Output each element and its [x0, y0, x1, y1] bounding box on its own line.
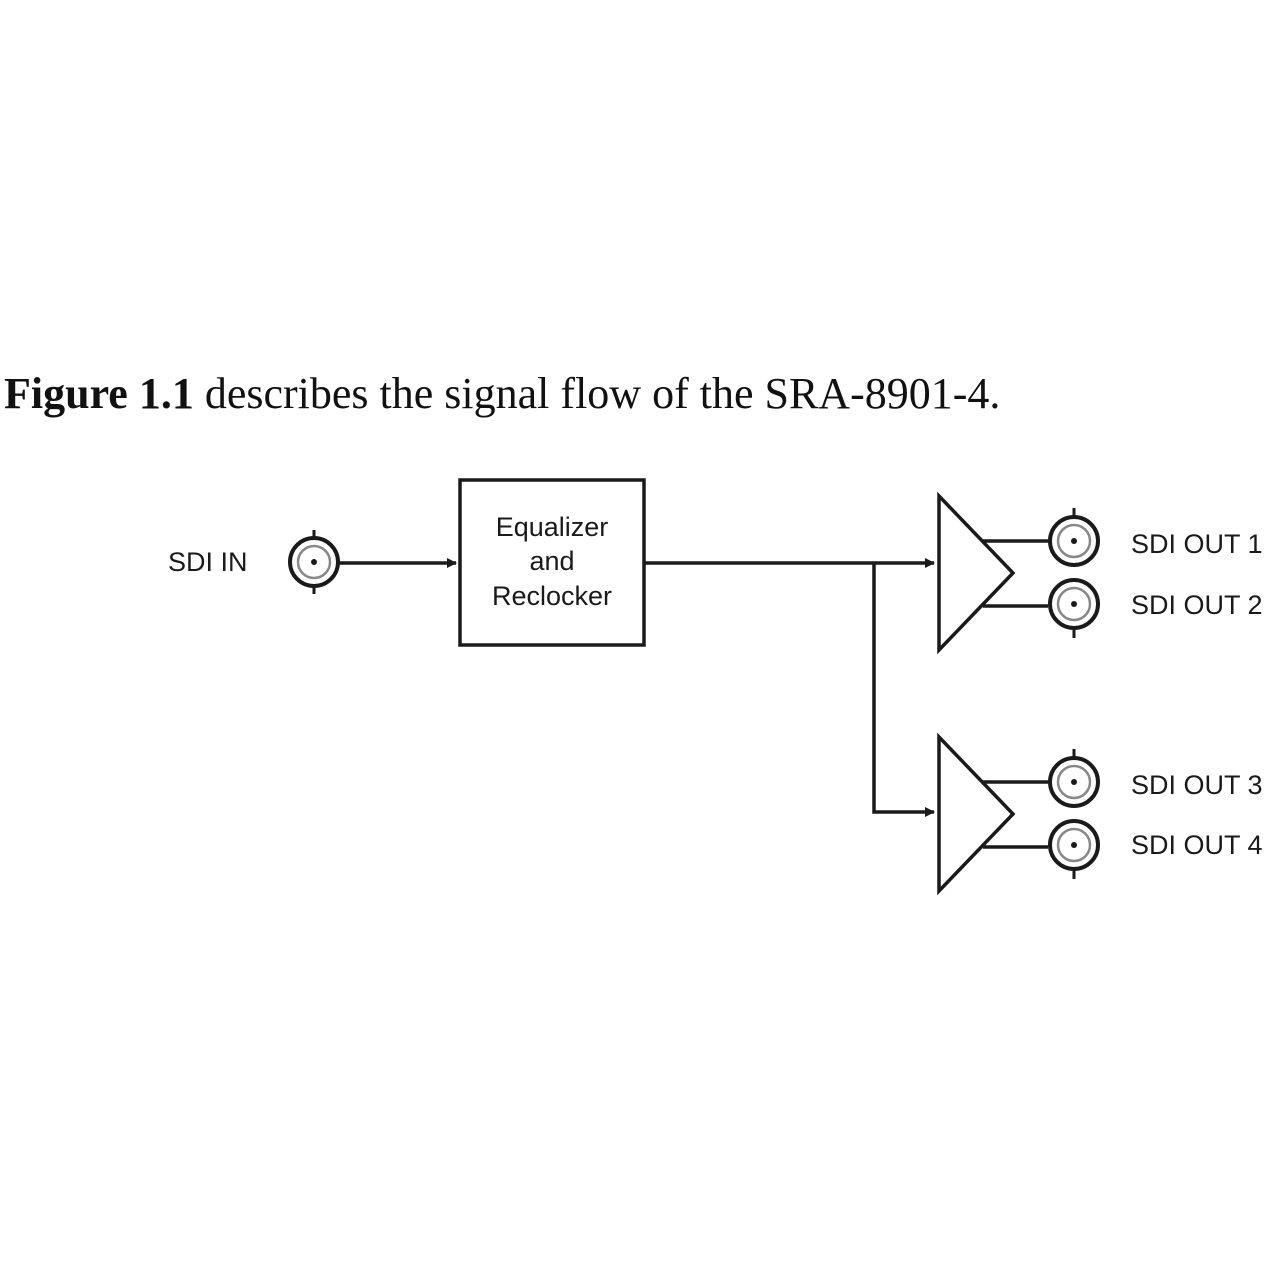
amplifier-2 [937, 732, 1048, 896]
sdi-out-4-connector [1048, 819, 1100, 879]
sdi-out-4-label: SDI OUT 4 [1131, 830, 1263, 860]
block-label-line-2: and [529, 546, 574, 576]
block-label-line-1: Equalizer [496, 512, 609, 542]
equalizer-reclocker-block: Equalizer and Reclocker [458, 478, 646, 647]
sdi-in-connector [288, 530, 340, 594]
caption-text: describes the signal flow of the SRA-890… [193, 369, 1001, 418]
sdi-in-label: SDI IN [168, 547, 248, 577]
amplifier-1 [937, 491, 1048, 655]
block-label-line-3: Reclocker [492, 581, 612, 611]
sdi-out-2-connector [1048, 578, 1100, 638]
sdi-out-3-connector [1048, 749, 1100, 808]
sdi-out-3-label: SDI OUT 3 [1131, 770, 1263, 800]
sdi-out-1-label: SDI OUT 1 [1131, 529, 1263, 559]
figure-caption: Figure 1.1 describes the signal flow of … [4, 372, 1000, 416]
branch-to-amp2-wire [872, 563, 935, 817]
figure-reference: Figure 1.1 [4, 369, 194, 418]
sdi-out-1-connector [1048, 508, 1100, 567]
sdi-out-2-label: SDI OUT 2 [1131, 590, 1263, 620]
